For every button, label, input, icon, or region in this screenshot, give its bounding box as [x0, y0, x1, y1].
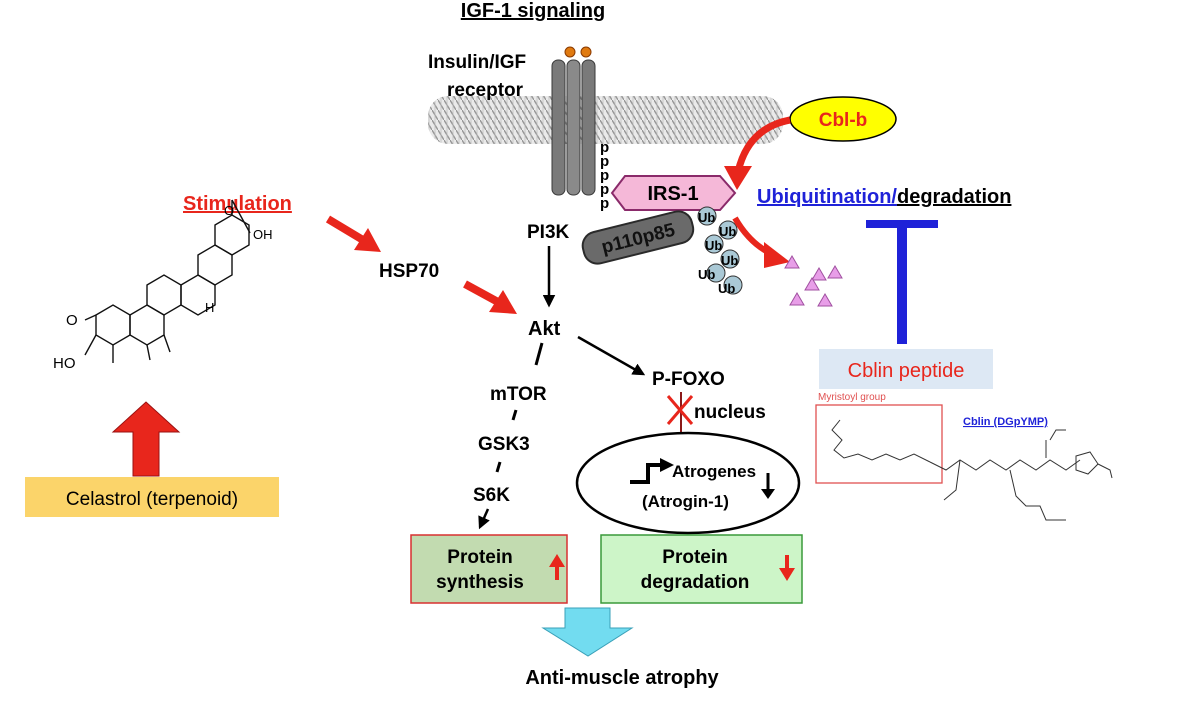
insulin-igf-receptor: [551, 46, 596, 196]
celastrol-ketone-o: O: [66, 312, 78, 329]
down-red-arrow-icon: [779, 555, 795, 581]
celastrol-ho: HO: [53, 355, 76, 372]
transcription-start-icon: [630, 458, 674, 484]
phospho-mark: p: [600, 139, 609, 156]
phospho-mark: p: [600, 181, 609, 198]
celastrol-h: H: [205, 300, 214, 315]
protein-synthesis-line2: synthesis: [436, 572, 524, 593]
s6k-label: S6K: [473, 485, 510, 506]
gsk3-label: GSK3: [478, 434, 530, 455]
celastrol-acid-o: O: [224, 203, 234, 218]
ubiquitination-degradation-label: Ubiquitination/degradation: [757, 186, 1011, 208]
gsk3-s6k-link: [495, 461, 502, 473]
ub-label: Ub: [705, 238, 722, 253]
protein-degradation-line1: Protein: [662, 547, 727, 568]
pfoxo-label: P-FOXO: [652, 369, 725, 390]
outcome-arrow: [541, 607, 634, 657]
ubiquitin-chain: [697, 206, 743, 295]
stimulation-arrow: [325, 215, 381, 252]
degraded-fragments: [784, 255, 843, 307]
cell-membrane: [428, 96, 783, 144]
myristoyl-label: Myristoyl group: [818, 392, 886, 403]
phospho-mark: p: [600, 153, 609, 170]
p110p85-node: [581, 210, 695, 265]
ub-label: Ub: [718, 281, 735, 296]
up-arrow-icon: [549, 554, 565, 580]
akt-pfoxo-arrow: [577, 335, 646, 376]
akt-label: Akt: [528, 318, 561, 340]
celastrol-label: Celastrol (terpenoid): [66, 489, 238, 510]
ub-label: Ub: [698, 267, 715, 282]
irs1-label: IRS-1: [647, 183, 698, 205]
irs1-node: [610, 175, 737, 211]
hsp70-arrow: [463, 280, 517, 314]
celastrol-up-arrow: [111, 401, 181, 477]
myristoyl-box: [815, 404, 943, 484]
ub-label: Ub: [698, 210, 715, 225]
stimulation-label: Stimulation: [183, 193, 292, 215]
phospho-mark: p: [600, 167, 609, 184]
anti-muscle-atrophy-label: Anti-muscle atrophy: [525, 667, 719, 689]
ubiquitination-part: Ubiquitination/: [757, 186, 897, 208]
cblin-structure: [831, 419, 1113, 521]
block-cross-icon: [666, 395, 694, 425]
cblb-label: Cbl-b: [819, 110, 868, 131]
ub-label: Ub: [721, 253, 738, 268]
receptor-label-line1: Insulin/IGF: [428, 52, 526, 73]
mtor-label: mTOR: [490, 384, 547, 405]
degradation-part: degradation: [897, 186, 1011, 208]
nucleus-ellipse: [575, 431, 801, 535]
atrogenes-label: Atrogenes: [672, 462, 756, 481]
hsp70-label: HSP70: [379, 261, 439, 282]
atrogin-label: (Atrogin-1): [642, 492, 729, 511]
mtor-gsk3-link: [511, 409, 518, 421]
celastrol-acid-oh: OH: [253, 227, 273, 242]
cblb-arrowhead: [724, 166, 752, 190]
phospho-mark: p: [600, 195, 609, 212]
protein-synthesis-box: [410, 534, 568, 604]
receptor-label-line2: receptor: [447, 80, 524, 101]
ub-label: Ub: [719, 224, 736, 239]
cblin-peptide-label: Cblin peptide: [848, 360, 965, 382]
diagram-title: IGF-1 signaling: [461, 0, 605, 22]
cblb-node: [789, 96, 897, 142]
cblin-peptide-box: [819, 349, 993, 389]
akt-mtor-link: [534, 342, 544, 366]
degradation-arrowhead: [764, 242, 790, 268]
s6k-synthesis-arrow: [478, 508, 490, 530]
pi3k-label: PI3K: [527, 222, 570, 243]
celastrol-structure: [84, 199, 251, 363]
cblin-structure-label: Cblin (DGpYMP): [963, 416, 1048, 428]
nucleus-label: nucleus: [694, 402, 766, 423]
celastrol-box: [25, 477, 279, 517]
protein-degradation-box: [600, 534, 803, 604]
protein-degradation-line2: degradation: [641, 572, 750, 593]
down-arrow-icon: [761, 473, 775, 499]
protein-synthesis-line1: Protein: [447, 547, 512, 568]
